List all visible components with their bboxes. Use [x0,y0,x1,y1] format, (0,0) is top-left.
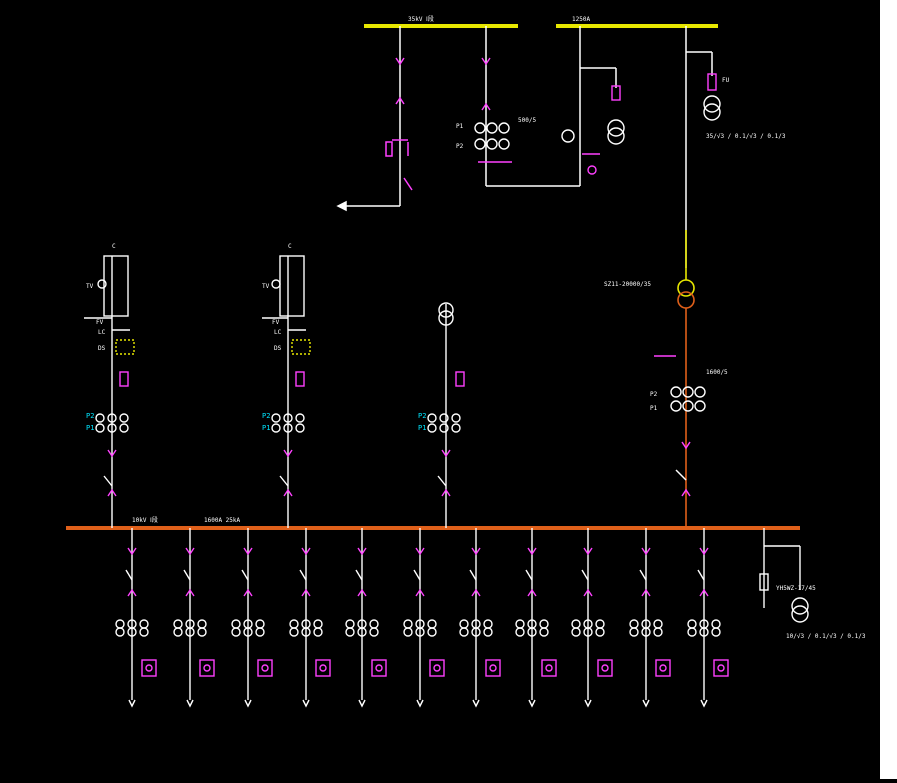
outgoing-feeder-10 [629,528,671,708]
sqrt3-ratio-35: 35/√3 / 0.1/√3 / 0.1/3 [706,133,786,140]
svg-text:P2: P2 [418,412,426,420]
capacitor-feeder-1 [84,255,135,528]
ct-bank-35kv [474,119,625,150]
outgoing-feeder-5 [345,528,387,708]
svg-text:P1: P1 [86,424,94,432]
outgoing-feeders [115,528,729,708]
svg-text:DS: DS [274,345,282,352]
main-ct-10kv [670,386,706,412]
svg-text:TV: TV [86,283,94,290]
outgoing-feeder-6 [403,528,445,708]
bus35-rating-label: 1250A [572,16,590,23]
svg-text:P2: P2 [650,391,658,398]
main-transformer [677,230,695,528]
bus10-rating-label: 1600A 25kA [204,517,241,524]
outgoing-feeder-3 [231,528,273,708]
svg-text:P1: P1 [262,424,270,432]
main-ct-labels: P2 P1 1600/5 [650,369,728,412]
station-service-feeder [427,302,465,528]
main-transformer-feeder [685,26,713,268]
svg-text:1600/5: 1600/5 [706,369,728,376]
bus35-name-label: 35kV Ⅰ段 [408,15,434,23]
outgoing-feeder-2 [173,528,215,708]
single-line-diagram: 35kV Ⅰ段 1250A P1 P2 500/5 [66,15,866,708]
capacitor-feeder-1-labels: C TV FV LC DS P2 P1 [86,243,116,432]
svg-text:C: C [112,243,116,250]
capacitor-feeder-2-labels: C TV FV LC DS P2 P1 [262,243,292,432]
outgoing-feeder-9 [571,528,613,708]
ct35-labels: P1 P2 500/5 [456,117,536,150]
outgoing-feeder-7 [459,528,501,708]
bus-10kv-pt-arrester [759,528,809,623]
pt-35kv [478,57,621,175]
outgoing-feeder-11 [687,528,729,708]
main-breaker-10kv [654,355,691,497]
svg-text:LC: LC [274,329,282,336]
main-pt-35kv [703,73,721,121]
outgoing-feeder-1 [115,528,157,708]
svg-text:P1: P1 [456,123,464,130]
right-edge-panel [880,0,897,779]
svg-text:P2: P2 [456,143,464,150]
svg-text:FV: FV [272,319,280,326]
transformer-label: SZ11-20000/35 [604,281,651,288]
svg-text:DS: DS [98,345,106,352]
feeder-ct-35kv [485,26,617,187]
fu-label-35: FU [722,77,730,84]
incoming-feeder-35kv [336,26,401,212]
svg-text:500/5: 500/5 [518,117,536,124]
svg-text:P1: P1 [418,424,426,432]
single-line-diagram-canvas: 35kV Ⅰ段 1250A P1 P2 500/5 [66,15,866,708]
svg-text:P2: P2 [86,412,94,420]
svg-text:TV: TV [262,283,270,290]
sqrt3-ratio-10: 10/√3 / 0.1/√3 / 0.1/3 [786,633,866,640]
arrester-label: YH5WZ-17/45 [776,585,816,592]
bus10-name-label: 10kV Ⅰ段 [132,516,158,524]
svg-text:C: C [288,243,292,250]
feeder-breaker-35kv [385,57,413,191]
station-service-labels: P2 P1 [418,412,426,432]
svg-text:P1: P1 [650,405,658,412]
svg-text:P2: P2 [262,412,270,420]
capacitor-feeder-2 [262,255,311,528]
outgoing-feeder-4 [289,528,331,708]
outgoing-feeder-8 [515,528,557,708]
svg-text:FV: FV [96,319,104,326]
svg-text:LC: LC [98,329,106,336]
